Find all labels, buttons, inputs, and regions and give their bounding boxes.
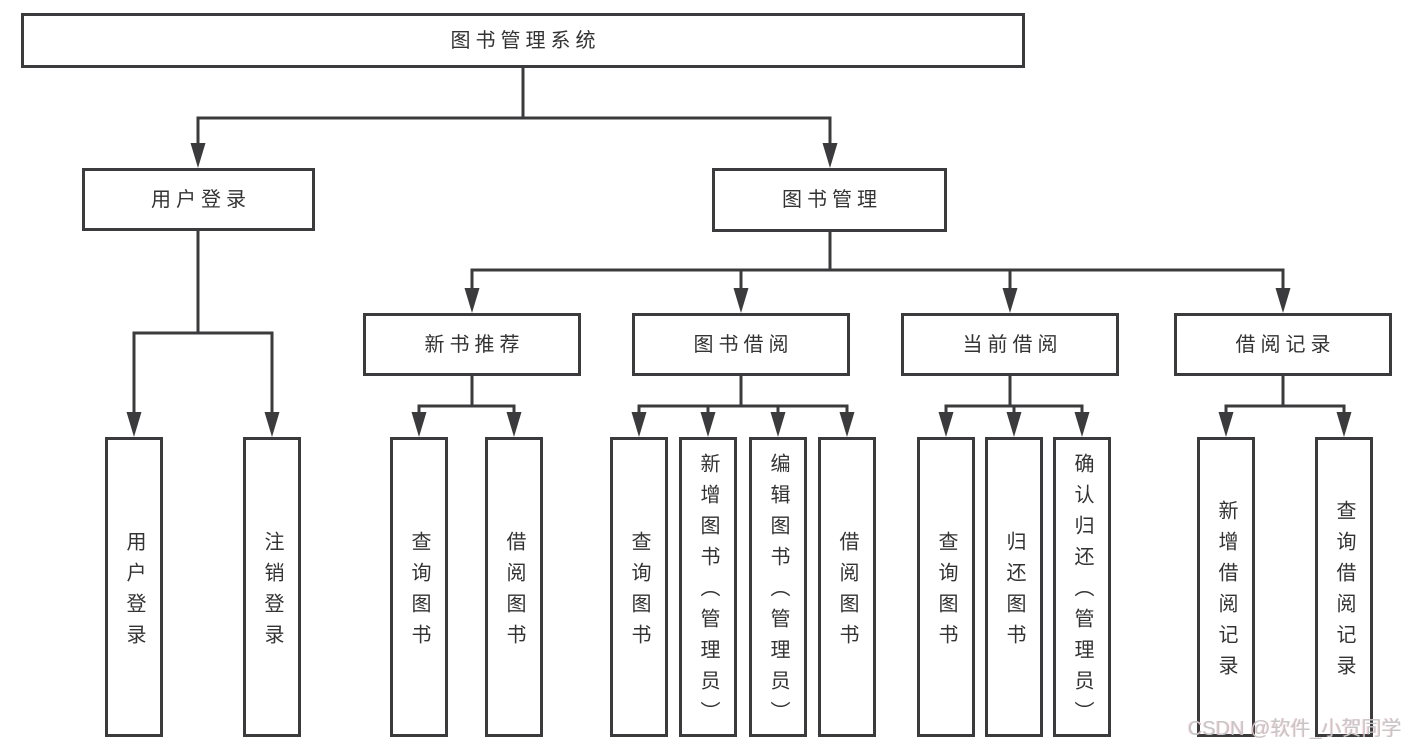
leaf-edit-book-admin-label: 编辑图书（管理员） xyxy=(767,453,789,732)
leaf-add-book-admin-label: 新增图书（管理员） xyxy=(697,453,719,732)
leaf-borrow-books-label: 借阅图书 xyxy=(836,530,858,655)
leaf-confirm-return-admin-label: 确认归还（管理员） xyxy=(1071,453,1093,732)
leaf-query-borrow-record: 查询借阅记录 xyxy=(1315,437,1373,737)
node-library-system: 图书管理系统 xyxy=(21,13,1025,68)
leaf-query-borrow-record-label: 查询借阅记录 xyxy=(1333,499,1355,686)
leaf-add-borrow-record: 新增借阅记录 xyxy=(1197,437,1255,737)
leaf-user-login: 用户登录 xyxy=(105,437,163,737)
leaf-query-books-current: 查询图书 xyxy=(917,437,975,737)
connector-paths xyxy=(132,66,1346,417)
watermark: CSDN @软件_小贺同学 xyxy=(1188,718,1402,740)
leaf-query-books-recommend: 查询图书 xyxy=(390,437,448,737)
leaf-query-books-current-label: 查询图书 xyxy=(935,530,957,655)
node-borrow-records-label: 借阅记录 xyxy=(1235,333,1336,356)
arrowheads xyxy=(126,143,1352,437)
node-user-login-label: 用户登录 xyxy=(151,188,251,211)
leaf-logout-label: 注销登录 xyxy=(261,530,283,655)
leaf-borrow-books-recommend-label: 借阅图书 xyxy=(503,530,525,655)
node-new-book-recommend-label: 新书推荐 xyxy=(424,333,525,356)
leaf-query-books-borrowing: 查询图书 xyxy=(610,437,668,737)
node-current-borrowing: 当前借阅 xyxy=(901,313,1119,376)
leaf-borrow-books: 借阅图书 xyxy=(818,437,876,737)
node-current-borrowing-label: 当前借阅 xyxy=(962,333,1063,356)
leaf-add-borrow-record-label: 新增借阅记录 xyxy=(1215,499,1237,686)
node-borrow-records: 借阅记录 xyxy=(1174,313,1392,376)
leaf-query-books-recommend-label: 查询图书 xyxy=(408,530,430,655)
node-user-login: 用户登录 xyxy=(82,168,315,231)
node-book-management-label: 图书管理 xyxy=(782,189,882,211)
node-book-borrowing: 图书借阅 xyxy=(632,313,850,376)
node-new-book-recommend: 新书推荐 xyxy=(363,313,581,376)
leaf-confirm-return-admin: 确认归还（管理员） xyxy=(1053,437,1111,737)
leaf-add-book-admin: 新增图书（管理员） xyxy=(679,437,737,737)
leaf-query-books-borrowing-label: 查询图书 xyxy=(628,530,650,655)
node-library-system-label: 图书管理系统 xyxy=(450,29,601,52)
leaf-return-book-label: 归还图书 xyxy=(1003,530,1025,655)
leaf-borrow-books-recommend: 借阅图书 xyxy=(485,437,543,737)
leaf-logout: 注销登录 xyxy=(243,437,301,737)
leaf-user-login-label: 用户登录 xyxy=(123,530,145,655)
leaf-edit-book-admin: 编辑图书（管理员） xyxy=(749,437,807,737)
node-book-borrowing-label: 图书借阅 xyxy=(693,333,794,356)
node-book-management: 图书管理 xyxy=(712,168,947,232)
leaf-return-book: 归还图书 xyxy=(985,437,1043,737)
